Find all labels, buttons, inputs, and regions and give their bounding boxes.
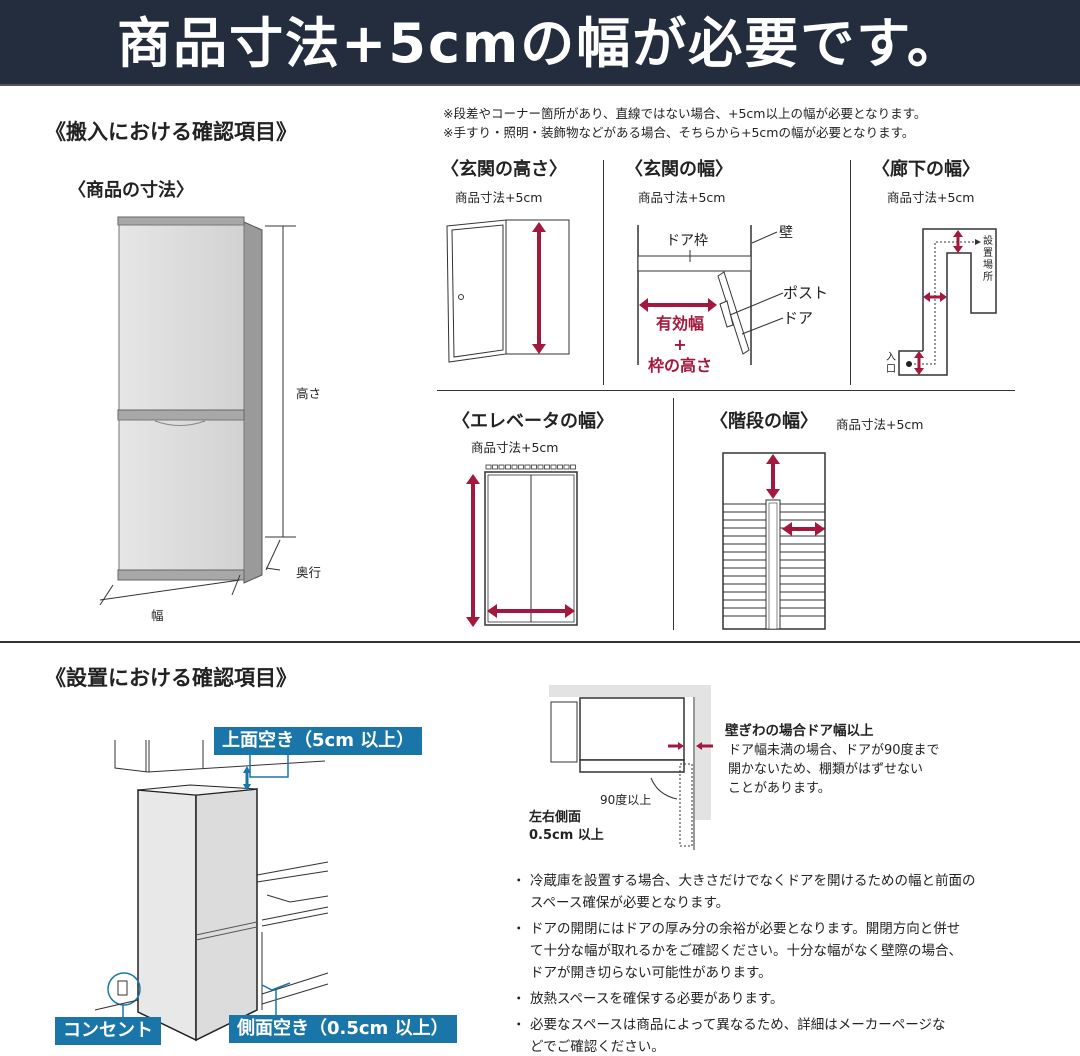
entrance-height-sub: 商品寸法+5cm <box>455 190 543 205</box>
door-frame-label: ドア枠 <box>666 233 708 249</box>
divider <box>673 398 674 630</box>
side-clearance-tag: 側面空き（0.5cm 以上） <box>229 1015 457 1043</box>
elevator-width-title: 〈エレベータの幅〉 <box>452 411 614 432</box>
hallway-width-sub: 商品寸法+5cm <box>887 190 975 205</box>
hallway-width-title: 〈廊下の幅〉 <box>872 159 980 180</box>
note-item: ドアの開閉にはドアの厚み分の余裕が必要となります。開閉方向と併せて十分な幅が取れ… <box>512 918 1032 984</box>
entrance-height-title: 〈玄関の高さ〉 <box>441 159 567 180</box>
note-item: 冷蔵庫を設置する場合、大きさだけでなくドアを開けるための幅と前面のスペース確保が… <box>512 870 1032 914</box>
delivery-section-title: 《搬入における確認項目》 <box>45 120 297 144</box>
lr-side-label: 左右側面 0.5cm 以上 <box>529 810 604 843</box>
height-label: 高さ <box>296 386 322 401</box>
divider <box>437 390 1015 391</box>
angle-label: 90度以上 <box>600 793 652 807</box>
effective-width-label: 有効幅 + 枠の高さ <box>647 314 712 375</box>
entrance-width-title: 〈玄関の幅〉 <box>625 159 733 180</box>
install-place-label: 設置場所 <box>983 236 993 283</box>
entrance-label: 入口 <box>886 352 896 375</box>
wall-side-desc: ドア幅未満の場合、ドアが90度まで 開かないため、棚類がはずせない ことがありま… <box>728 743 940 796</box>
banner-title: 商品寸法+5cmの幅が必要です。 <box>117 12 963 75</box>
depth-label: 奥行 <box>296 565 322 580</box>
elevator-width-sub: 商品寸法+5cm <box>471 440 559 455</box>
outlet-tag: コンセント <box>55 1017 161 1045</box>
divider <box>850 160 851 385</box>
delivery-note-2: ※手すり・照明・装飾物などがある場合、そちらから+5cmの幅が必要となります。 <box>443 125 915 140</box>
installation-section-title: 《設置における確認項目》 <box>45 666 297 690</box>
wall-side-title: 壁ぎわの場合ドア幅以上 <box>725 723 874 739</box>
top-clearance-tag: 上面空き（5cm 以上） <box>214 727 423 755</box>
note-item: 放熱スペースを確保する必要があります。 <box>512 988 1032 1010</box>
stairs-width-sub: 商品寸法+5cm <box>836 417 924 432</box>
post-label: ポスト <box>783 284 829 302</box>
entrance-width-sub: 商品寸法+5cm <box>638 190 726 205</box>
fridge-illustration <box>99 216 296 606</box>
stairs-width-title: 〈階段の幅〉 <box>710 411 818 432</box>
header-banner <box>0 0 1080 86</box>
width-label: 幅 <box>151 608 164 623</box>
divider <box>603 160 604 385</box>
delivery-note-1: ※段差やコーナー箇所があり、直線ではない場合、+5cm以上の幅が必要となります。 <box>443 106 927 121</box>
installation-notes: 冷蔵庫を設置する場合、大きさだけでなくドアを開けるための幅と前面のスペース確保が… <box>512 870 1032 1056</box>
note-item: 必要なスペースは商品によって異なるため、詳細はメーカーページなどでご確認ください… <box>512 1014 1032 1056</box>
wall-label: 壁 <box>779 225 793 241</box>
product-dims-title: 〈商品の寸法〉 <box>68 180 194 201</box>
section-divider <box>0 641 1080 643</box>
door-label: ドア <box>783 309 814 327</box>
